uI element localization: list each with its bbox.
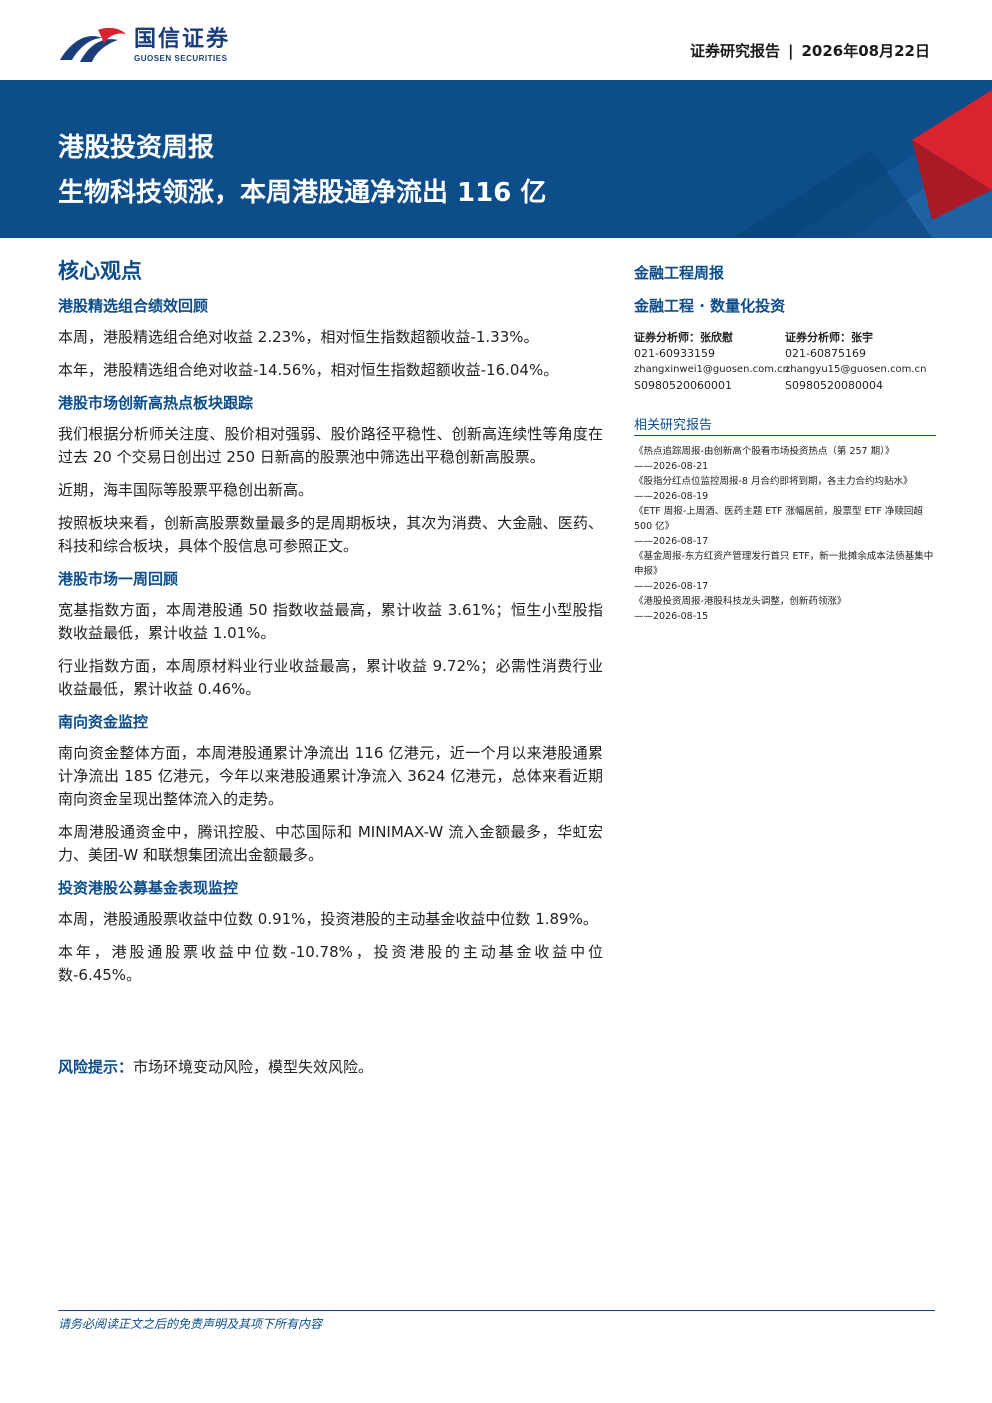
analyst-list: 证券分析师：张欣慰 021-60933159 zhangxinwei1@guos…	[634, 330, 936, 394]
report-title: 港股投资周报	[58, 133, 215, 163]
related-report-date: ——2026-08-15	[634, 611, 709, 622]
analyst-phone: 021-60875169	[785, 347, 866, 360]
title-banner: 港股投资周报 生物科技领涨，本周港股通净流出 116 亿	[0, 80, 992, 238]
related-report-item[interactable]: 《股指分红点位监控周报-8 月合约即将到期，各主力合约均贴水》 ——2026-0…	[634, 474, 936, 504]
report-date: 2026年08月22日	[801, 42, 931, 60]
related-report-date: ——2026-08-17	[634, 536, 709, 547]
related-report-date: ——2026-08-19	[634, 491, 709, 502]
section-paragraph: 行业指数方面，本周原材料业行业收益最高，累计收益 9.72%；必需性消费行业收益…	[58, 657, 603, 698]
core-views: 核心观点 港股精选组合绩效回顾 本周，港股精选组合绝对收益 2.23%，相对恒生…	[58, 255, 603, 997]
section-paragraph: 本年，港股通股票收益中位数-10.78%，投资港股的主动基金收益中位数-6.45…	[58, 943, 603, 984]
section-paragraph: 本周，港股通股票收益中位数 0.91%，投资港股的主动基金收益中位数 1.89%…	[58, 910, 598, 928]
analyst-email[interactable]: zhangxinwei1@guosen.com.cn	[634, 364, 789, 375]
header-separator: |	[788, 42, 794, 60]
doc-type: 证券研究报告	[690, 42, 781, 60]
related-report-title: 《基金周报-东方红资产管理发行首只 ETF，新一批摊余成本法债基集中申报》	[634, 551, 934, 577]
analyst-email[interactable]: zhangyu15@guosen.com.cn	[785, 364, 927, 375]
analyst-cert: S0980520060001	[634, 379, 732, 392]
section-paragraph: 南向资金整体方面，本周港股通累计净流出 116 亿港元，近一个月以来港股通累计净…	[58, 744, 603, 808]
logo-chinese-name: 国信证券	[134, 26, 231, 52]
footer-disclaimer: 请务必阅读正文之后的免责声明及其项下所有内容	[58, 1317, 323, 1331]
section-paragraph: 本年，港股精选组合绝对收益-14.56%，相对恒生指数超额收益-16.04%。	[58, 361, 559, 379]
report-subtitle: 生物科技领涨，本周港股通净流出 116 亿	[58, 178, 547, 208]
logo-english-name: GUOSEN SECURITIES	[134, 53, 228, 63]
section-paragraph: 近期，海丰国际等股票平稳创出新高。	[58, 481, 314, 499]
related-report-item[interactable]: 《热点追踪周报-由创新高个股看市场投资热点（第 257 期）》 ——2026-0…	[634, 444, 936, 474]
analyst-title: 证券分析师：张欣慰	[634, 331, 733, 344]
banner-decoration-icon	[732, 90, 992, 238]
related-report-date: ——2026-08-21	[634, 461, 709, 472]
analyst-phone: 021-60933159	[634, 347, 715, 360]
related-report-title: 《港股投资周报-港股科技龙头调整，创新药领涨》	[634, 596, 847, 607]
guosen-logo-mark-icon	[58, 22, 128, 68]
related-report-item[interactable]: 《港股投资周报-港股科技龙头调整，创新药领涨》 ——2026-08-15	[634, 594, 936, 624]
related-reports-list: 《热点追踪周报-由创新高个股看市场投资热点（第 257 期）》 ——2026-0…	[634, 444, 936, 624]
report-meta: 证券研究报告 | 2026年08月22日	[690, 40, 930, 61]
related-report-title: 《ETF 周报-上周酒、医药主题 ETF 涨幅居前，股票型 ETF 净赎回超 5…	[634, 506, 923, 532]
section-heading: 港股精选组合绩效回顾	[58, 297, 209, 315]
related-report-item[interactable]: 《基金周报-东方红资产管理发行首只 ETF，新一批摊余成本法债基集中申报》 ——…	[634, 549, 936, 594]
section-heading: 港股市场一周回顾	[58, 570, 179, 588]
report-subcategory: 金融工程 · 数量化投资	[634, 297, 786, 315]
section-heading: 南向资金监控	[58, 713, 149, 731]
report-category: 金融工程周报	[634, 264, 725, 282]
risk-warning: 风险提示：市场环境变动风险，模型失效风险。	[58, 1056, 373, 1077]
section-heading: 港股市场创新高热点板块跟踪	[58, 394, 254, 412]
related-report-item[interactable]: 《ETF 周报-上周酒、医药主题 ETF 涨幅居前，股票型 ETF 净赎回超 5…	[634, 504, 936, 549]
section-heading: 投资港股公募基金表现监控	[58, 879, 239, 897]
section-paragraph: 按照板块来看，创新高股票数量最多的是周期板块，其次为消费、大金融、医药、科技和综…	[58, 514, 603, 555]
related-report-date: ——2026-08-17	[634, 581, 709, 592]
section-paragraph: 宽基指数方面，本周港股通 50 指数收益最高，累计收益 3.61%；恒生小型股指…	[58, 601, 603, 642]
page-header: 国信证券 GUOSEN SECURITIES 证券研究报告 | 2026年08月22…	[0, 0, 992, 80]
section-paragraph: 本周，港股精选组合绝对收益 2.23%，相对恒生指数超额收益-1.33%。	[58, 328, 539, 346]
section-paragraph: 本周港股通资金中，腾讯控股、中芯国际和 MINIMAX-W 流入金额最多，华虹宏…	[58, 823, 603, 864]
analyst-card: 证券分析师：张欣慰 021-60933159 zhangxinwei1@guos…	[634, 330, 789, 394]
related-report-title: 《热点追踪周报-由创新高个股看市场投资热点（第 257 期）》	[634, 446, 895, 457]
core-views-heading: 核心观点	[58, 259, 142, 283]
guosen-logo: 国信证券 GUOSEN SECURITIES	[58, 22, 230, 68]
analyst-card: 证券分析师：张宇 021-60875169 zhangyu15@guosen.c…	[785, 330, 936, 394]
analyst-cert: S0980520080004	[785, 379, 883, 392]
sidebar: 金融工程周报 金融工程 · 数量化投资 证券分析师：张欣慰 021-609331…	[634, 262, 936, 624]
related-report-title: 《股指分红点位监控周报-8 月合约即将到期，各主力合约均贴水》	[634, 476, 913, 487]
related-reports-heading: 相关研究报告	[634, 414, 936, 436]
footer-divider	[58, 1310, 935, 1311]
risk-label: 风险提示：	[58, 1058, 134, 1076]
section-paragraph: 我们根据分析师关注度、股价相对强弱、股价路径平稳性、创新高连续性等角度在过去 2…	[58, 425, 603, 466]
risk-text: 市场环境变动风险，模型失效风险。	[133, 1058, 374, 1076]
analyst-title: 证券分析师：张宇	[785, 331, 873, 344]
